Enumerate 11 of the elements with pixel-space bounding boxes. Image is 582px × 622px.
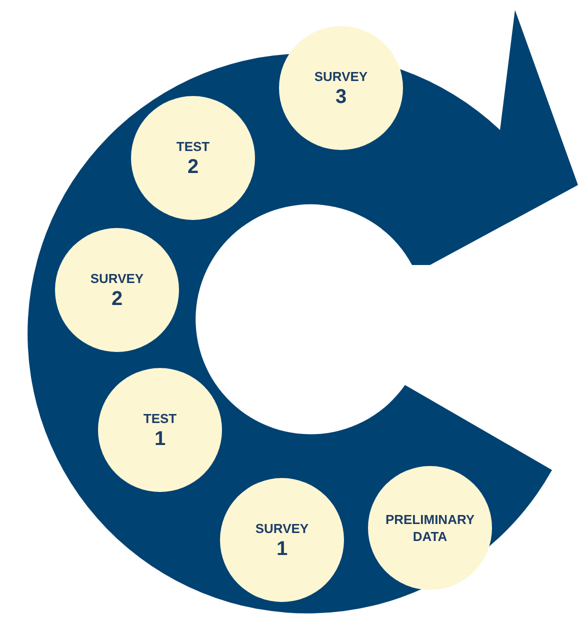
step-label: PRELIMINARY DATA [384,511,476,545]
step-number: 2 [111,286,123,310]
step-label: TEST [176,138,210,154]
step-label: SURVEY [255,520,309,536]
step-label: TEST [143,410,177,426]
step-number: 2 [187,154,199,178]
step-label: SURVEY [314,68,368,84]
step-number: 1 [276,536,288,560]
step-number: 1 [154,426,166,450]
step-number: 3 [335,84,347,108]
step-label: SURVEY [90,270,144,286]
